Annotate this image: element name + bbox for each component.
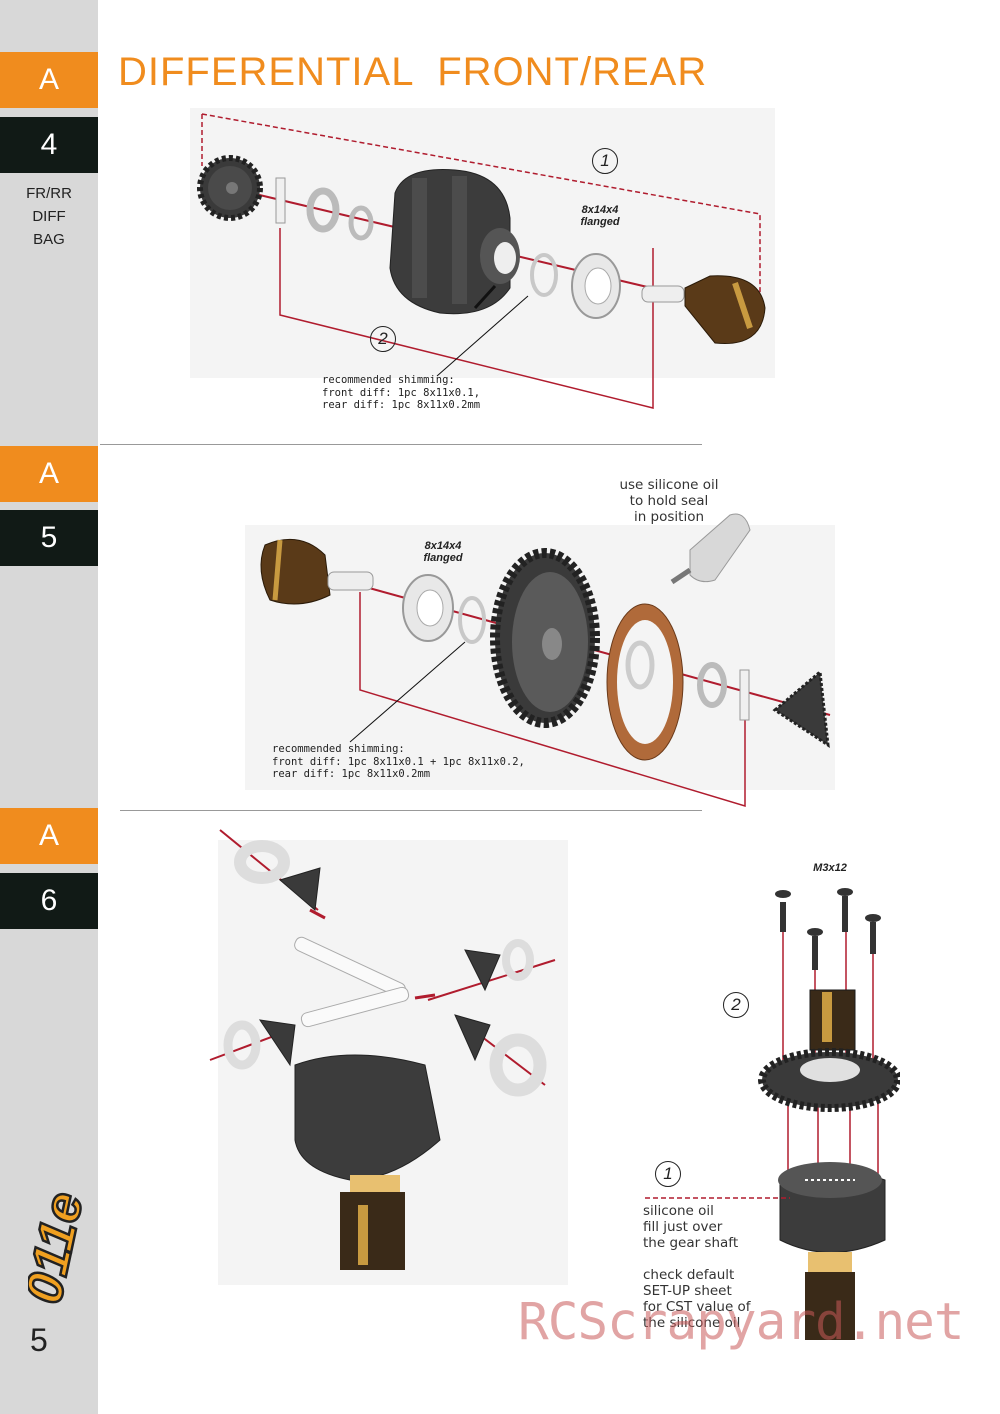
spider-gear (464, 949, 501, 992)
washer (502, 939, 534, 981)
shim-ring (530, 253, 558, 297)
page-number: 5 (30, 1322, 48, 1358)
shim (348, 205, 374, 241)
step-number-6: 6 (0, 873, 98, 929)
step5-bearing-label: 8x14x4 flanged (423, 540, 463, 564)
divider-1 (100, 444, 702, 445)
step4-shimming-note: recommended shimming: front diff: 1pc 8x… (322, 374, 481, 411)
step6-spider-diagram (209, 829, 568, 1285)
spider-gear (454, 1014, 491, 1062)
pin (275, 177, 286, 224)
washer (489, 1033, 547, 1097)
washer (234, 840, 290, 884)
sidebar (0, 0, 98, 1414)
bag-label: FR/RR DIFF BAG (26, 185, 72, 248)
brand-logo: 011e (28, 1186, 96, 1310)
screws (775, 888, 881, 970)
washer (223, 1020, 261, 1070)
step6-callout-2: 2 (723, 992, 749, 1018)
bearing (402, 574, 454, 642)
outdrive (641, 275, 766, 345)
outdrive (260, 538, 374, 605)
bevel-gear (772, 669, 830, 749)
spider-gear (278, 867, 321, 911)
outdrive (809, 989, 856, 1051)
step-letter-a4: A (0, 52, 98, 108)
spider-gear (258, 1019, 296, 1067)
ring-gear (758, 1048, 900, 1112)
watermark: RCScrapyard.net (518, 1293, 965, 1352)
diff-case (778, 1162, 886, 1340)
step6-fill-note: silicone oil fill just over the gear sha… (643, 1203, 739, 1251)
bearing (571, 253, 621, 319)
step-letter-a6: A (0, 808, 98, 864)
step4-callout-2: 2 (370, 326, 396, 352)
ring-gear (490, 548, 600, 728)
step6-screw-label: M3x12 (813, 862, 847, 874)
step4-callout-1: 1 (592, 148, 618, 174)
diff-case (294, 1054, 441, 1270)
logo-text: 011e (28, 1187, 95, 1308)
washer (306, 187, 340, 233)
step-number-4: 4 (0, 117, 98, 173)
step6-callout-1: 1 (655, 1161, 681, 1187)
page-title: DIFFERENTIAL FRONT/REAR (118, 50, 708, 94)
o-ring (625, 640, 655, 690)
step5-diagram (245, 513, 835, 808)
divider-2 (120, 810, 702, 811)
step6-check-note: check default SET-UP sheet for CST value… (643, 1267, 751, 1331)
step4-diagram (190, 108, 775, 409)
step6-assembly-diagram (645, 888, 900, 1340)
step-number-5: 5 (0, 510, 98, 566)
step5-shimming-note: recommended shimming: front diff: 1pc 8x… (272, 743, 525, 780)
step4-bearing-label: 8x14x4 flanged (580, 204, 620, 228)
oil-bottle (670, 513, 751, 585)
washer (697, 662, 727, 708)
shim-ring (458, 596, 486, 644)
step5-oil-note: use silicone oil to hold seal in positio… (619, 477, 719, 525)
pinion-gear (197, 155, 263, 221)
cross-shaft (300, 986, 410, 1028)
diff-case (389, 168, 520, 315)
pin (739, 669, 750, 721)
step-letter-a5: A (0, 446, 98, 502)
